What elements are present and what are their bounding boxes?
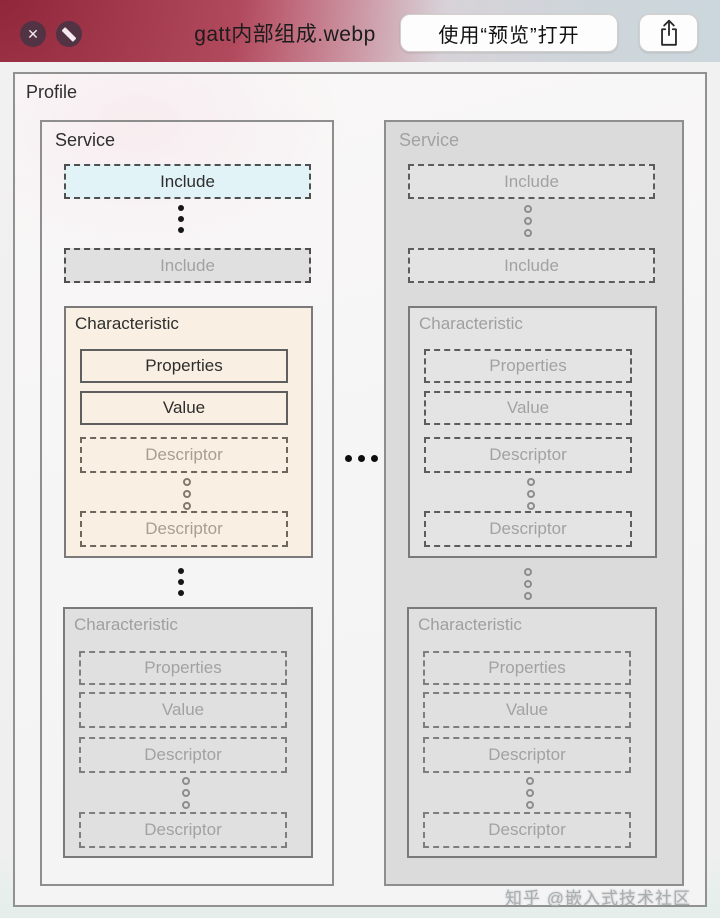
vertical-ellipsis-icon: [526, 777, 534, 809]
value-box-left-bottom: Value: [79, 692, 287, 728]
descriptor-box-right-bottom-1: Descriptor: [423, 737, 631, 773]
close-icon: ✕: [27, 26, 39, 42]
characteristic-left-top-label: Characteristic: [75, 314, 179, 333]
include-box-left-bottom: Include: [64, 248, 311, 283]
properties-box-right-bottom: Properties: [423, 651, 631, 685]
include-box-right-top: Include: [408, 164, 655, 199]
characteristic-box-right-top: [408, 306, 657, 558]
preview-content: Profile Service Include Include Characte…: [0, 62, 720, 918]
vertical-ellipsis-icon: [524, 568, 532, 600]
watermark: 知乎 @嵌入式技术社区: [505, 889, 691, 908]
descriptor-box-right-top-2: Descriptor: [424, 511, 632, 547]
characteristic-right-bottom-label: Characteristic: [418, 615, 522, 634]
window-title: gatt内部组成.webp: [194, 23, 376, 46]
properties-box-left-bottom: Properties: [79, 651, 287, 685]
descriptor-box-left-top-2: Descriptor: [80, 511, 288, 547]
descriptor-box-left-bottom-2: Descriptor: [79, 812, 287, 848]
characteristic-box-right-bottom: [407, 607, 657, 858]
vertical-ellipsis-icon: [527, 478, 535, 510]
characteristic-box-left-bottom: [63, 607, 313, 858]
value-box-right-bottom: Value: [423, 692, 631, 728]
profile-box: Profile Service Include Include Characte…: [13, 72, 707, 908]
descriptor-box-right-bottom-2: Descriptor: [423, 812, 631, 848]
titlebar: ✕ gatt内部组成.webp 使用“预览”打开: [0, 0, 720, 63]
include-box-left-top: Include: [64, 164, 311, 199]
value-box-left-top: Value: [80, 391, 288, 425]
vertical-ellipsis-icon: [178, 568, 184, 596]
prohibit-icon: [61, 26, 77, 42]
value-box-right-top: Value: [424, 391, 632, 425]
close-button[interactable]: ✕: [20, 21, 46, 47]
service-left-label: Service: [55, 130, 116, 150]
properties-box-right-top: Properties: [424, 349, 632, 383]
vertical-ellipsis-icon: [182, 777, 190, 809]
vertical-ellipsis-icon: [183, 478, 191, 510]
service-box-left: Service: [40, 120, 334, 886]
open-with-preview-button[interactable]: 使用“预览”打开: [400, 14, 618, 52]
profile-label: Profile: [26, 82, 78, 102]
share-button[interactable]: [639, 14, 698, 52]
service-right-label: Service: [399, 130, 460, 150]
horizontal-ellipsis-icon: [345, 455, 378, 462]
vertical-ellipsis-icon: [524, 205, 532, 237]
characteristic-left-bottom-label: Characteristic: [74, 615, 178, 634]
descriptor-box-left-bottom-1: Descriptor: [79, 737, 287, 773]
descriptor-box-left-top-1: Descriptor: [80, 437, 288, 473]
prohibit-button[interactable]: [56, 21, 82, 47]
descriptor-box-right-top-1: Descriptor: [424, 437, 632, 473]
properties-box-left-top: Properties: [80, 349, 288, 383]
include-box-right-bottom: Include: [408, 248, 655, 283]
characteristic-right-top-label: Characteristic: [419, 314, 523, 333]
vertical-ellipsis-icon: [178, 205, 184, 233]
share-icon: [660, 19, 677, 46]
